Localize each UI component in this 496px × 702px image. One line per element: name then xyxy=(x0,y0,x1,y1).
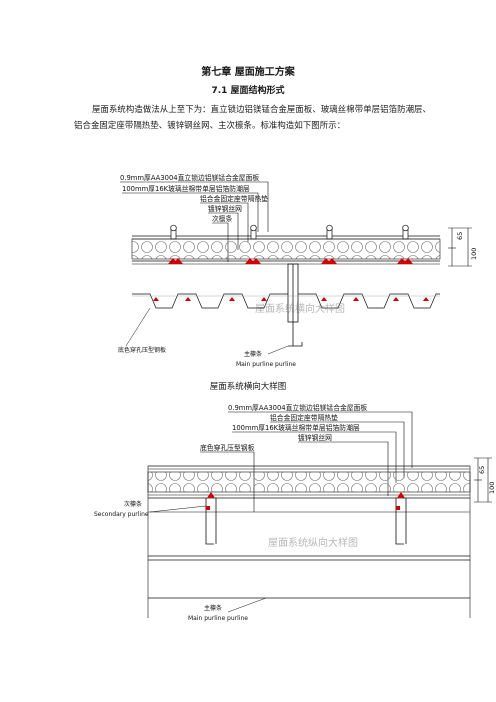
fig2-label-perforated-deck: 底色穿孔压型钢板 xyxy=(200,443,255,452)
fig1-label-clip: 铝合金固定座带隔热垫 xyxy=(200,194,268,203)
fig1-dim-100: 100 xyxy=(470,248,478,260)
fig1-label-secondary-purlin: 次檩条 xyxy=(212,214,233,223)
fig2-label-main-purlin-en: Main purline purline xyxy=(188,615,248,622)
fig2-leader-lines xyxy=(200,411,413,512)
fig1-label-insulation: 100mm厚16K玻璃丝棉带单层铝箔防潮层 xyxy=(122,184,250,193)
fig2-insulation-layer xyxy=(147,471,471,493)
fig1-label-main-purlin-en: Main purline purline xyxy=(236,361,296,368)
fig2-watermark: 屋面系统纵向大样图 xyxy=(268,536,358,549)
fig1-label-wire-mesh: 镀锌钢丝网 xyxy=(208,204,242,213)
fig1-label-perforated-deck: 底色穿孔压型钢板 xyxy=(118,346,166,354)
fig1-profiled-deck xyxy=(132,293,440,309)
fig1-insulation-layer xyxy=(131,238,441,260)
fig2-dimension xyxy=(474,457,492,503)
fig1-label-main-purlin-cn: 主檩条 xyxy=(244,350,262,358)
fig2-label-secondary-en: Secondary purline xyxy=(94,511,149,518)
figure1-caption: 屋面系统横向大样图 xyxy=(209,382,287,392)
fig1-seam-clips xyxy=(170,224,409,240)
fig2-label-wire-mesh: 镀锌钢丝网 xyxy=(298,433,332,442)
fig2-dim-100: 100 xyxy=(488,482,496,494)
fig1-watermark: 屋面系统横向大样图 xyxy=(255,302,345,315)
fig2-label-roof-panel: 0.9mm厚AA3004直立锁边铝镁锰合金屋面板 xyxy=(228,403,367,412)
fig1-fasteners xyxy=(168,258,413,264)
fig2-label-secondary-cn: 次檩条 xyxy=(124,500,142,508)
roof-transverse-section-drawing: 0.9mm厚AA3004直立锁边铝镁锰合金屋面板 100mm厚16K玻璃丝棉带单… xyxy=(118,173,478,368)
fig1-dim-65: 65 xyxy=(456,232,464,240)
fig2-dim-65: 65 xyxy=(478,466,486,474)
fig2-label-insulation: 100mm厚16K玻璃丝棉带单层铝箔防潮层 xyxy=(232,423,360,432)
section-title: 7.1 屋面结构形式 xyxy=(211,86,285,96)
roof-longitudinal-section-drawing: 0.9mm厚AA3004直立锁边铝镁锰合金屋面板 铝合金固定座带隔热垫 100m… xyxy=(94,403,496,622)
fig1-main-purlin xyxy=(287,263,303,347)
fig1-deck-fasteners xyxy=(153,297,429,301)
fig2-secondary-purlins xyxy=(205,498,407,545)
fig2-label-main-purlin-cn: 主檩条 xyxy=(204,604,222,612)
chapter-title: 第七章 屋面施工方案 xyxy=(201,67,295,78)
fig1-label-roof-panel: 0.9mm厚AA3004直立锁边铝镁锰合金屋面板 xyxy=(120,173,259,182)
fig1-dimension xyxy=(448,227,472,267)
fig2-fasteners xyxy=(206,492,405,510)
fig2-label-clip: 铝合金固定座带隔热垫 xyxy=(270,413,338,422)
body-paragraph: 屋面系统构造做法从上至下为：直立锁边铝镁锰合金屋面板、玻璃丝棉带单层铝箔防潮层、… xyxy=(74,104,431,130)
